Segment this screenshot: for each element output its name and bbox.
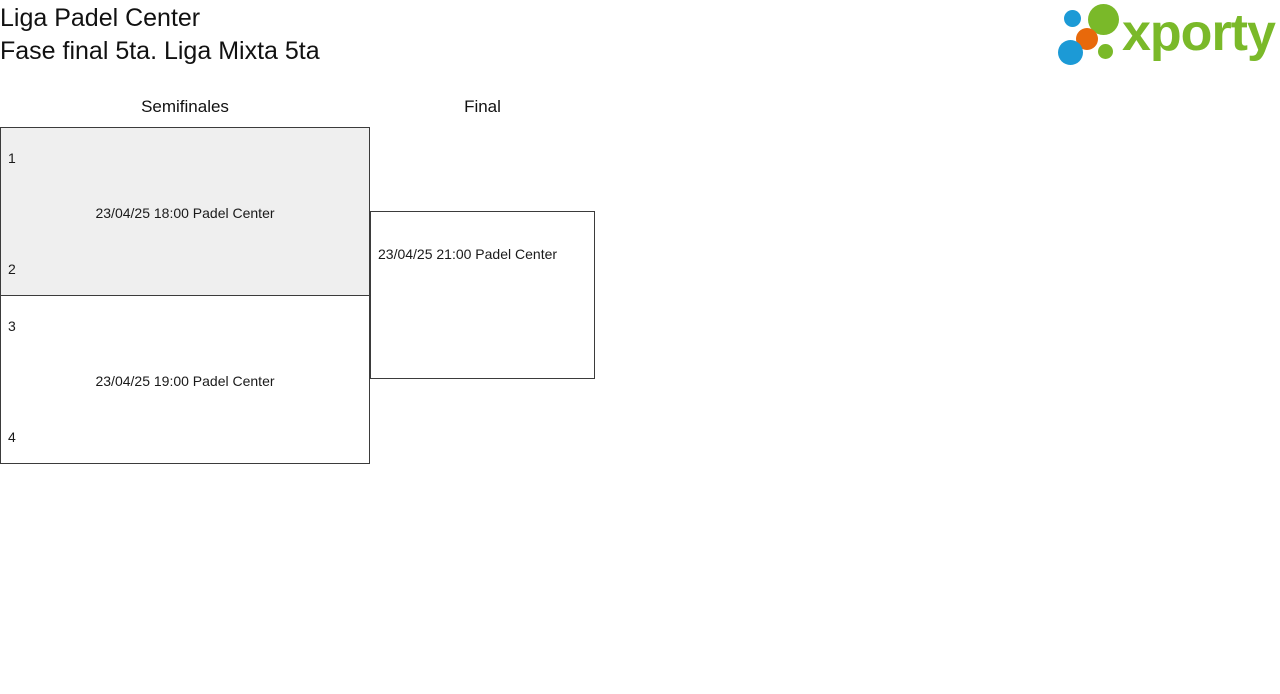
seed-bottom: 2 xyxy=(8,261,16,277)
logo-dot-blue-small xyxy=(1064,10,1081,27)
match-info: 23/04/25 21:00 Padel Center xyxy=(378,246,558,262)
tournament-phase: Fase final 5ta. Liga Mixta 5ta xyxy=(0,37,320,65)
logo-dot-blue-large xyxy=(1058,40,1083,65)
round-header-semifinales: Semifinales xyxy=(141,97,229,116)
match-box-semifinal-1[interactable]: 1 23/04/25 18:00 Padel Center 2 xyxy=(0,127,370,296)
page-title: Liga Padel Center Fase final 5ta. Liga M… xyxy=(0,2,320,68)
xporty-logo: xporty xyxy=(1052,2,1276,68)
seed-bottom: 4 xyxy=(8,429,16,445)
page-header: Liga Padel Center Fase final 5ta. Liga M… xyxy=(0,0,1280,75)
match-info: 23/04/25 18:00 Padel Center xyxy=(95,205,275,221)
match-box-final[interactable]: 23/04/25 21:00 Padel Center xyxy=(370,211,595,379)
seed-top: 1 xyxy=(8,150,16,166)
tournament-name: Liga Padel Center xyxy=(0,4,201,32)
match-box-semifinal-2[interactable]: 3 23/04/25 19:00 Padel Center 4 xyxy=(0,295,370,464)
logo-dot-green-small xyxy=(1098,44,1113,59)
logo-dots-icon xyxy=(1058,4,1124,66)
round-header-final: Final xyxy=(464,97,501,116)
logo-dot-orange xyxy=(1076,28,1098,50)
seed-top: 3 xyxy=(8,318,16,334)
match-info: 23/04/25 19:00 Padel Center xyxy=(95,373,275,389)
logo-wordmark: xporty xyxy=(1122,4,1276,62)
